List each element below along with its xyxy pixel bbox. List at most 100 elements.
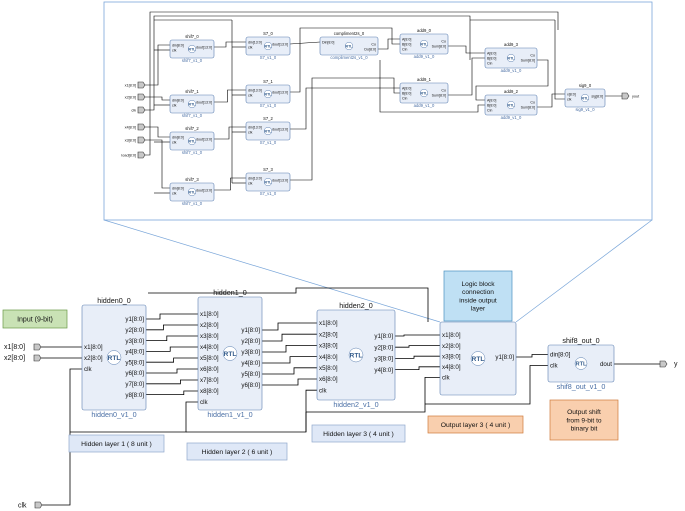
block-shif7_2: shif7_2shif7_v1_0RTLdin[8:0]clkdout[13:0… xyxy=(169,126,215,155)
port-label: clk xyxy=(172,191,177,195)
input-port xyxy=(137,136,146,144)
block-subtitle: S7_v1_0 xyxy=(260,140,277,145)
wire xyxy=(148,287,429,322)
input-label: x2[8:0] xyxy=(4,355,25,362)
block-shif7_0: shif7_0shif7_v1_0RTLdin[8:0]clkdout[13:0… xyxy=(169,34,215,63)
port-label: y4[8:0] xyxy=(125,349,144,356)
rtl-label: RTL xyxy=(264,129,272,133)
block-subtitle: S7_v1_0 xyxy=(260,191,277,196)
output-shift-box-text: binary bit xyxy=(571,426,598,433)
block-: RTLx1[8:0]x2[8:0]x3[8:0]x4[8:0]clky1[8:0… xyxy=(439,321,517,396)
rtl-icon xyxy=(574,357,588,370)
block-hidden2_0: hidden2_0hidden2_v1_0RTLx1[8:0]x2[8:0]x3… xyxy=(316,301,396,409)
rtl-icon xyxy=(187,99,197,109)
rtl-icon xyxy=(263,41,273,51)
wire xyxy=(395,334,440,337)
port-label: clk xyxy=(172,103,177,107)
port-label: clk xyxy=(248,93,253,97)
wire xyxy=(145,126,170,138)
logic-box-text: layer xyxy=(471,306,486,313)
wire xyxy=(186,389,317,433)
top-wires xyxy=(145,11,622,194)
rtl-icon xyxy=(470,351,486,366)
block-name: sig9_0 xyxy=(579,83,592,88)
output-port xyxy=(621,92,630,100)
port-label: x1[8:0] xyxy=(84,344,103,351)
wire xyxy=(262,356,317,364)
port-label: clk xyxy=(84,366,92,373)
block-add9_1: add9_1add9_v1_0RTLA[8:0]B[8:0]CinCoSum[8… xyxy=(399,77,449,108)
block-name: add9_0 xyxy=(417,28,432,33)
port-label: x2[8:0] xyxy=(200,322,219,329)
rtl-icon xyxy=(348,347,364,363)
wire xyxy=(145,15,471,111)
port-label: A[8:0] xyxy=(402,86,411,90)
wire xyxy=(262,333,317,342)
port-label: x6[8:0] xyxy=(200,366,219,373)
logic-box-text: Logic block xyxy=(462,281,496,288)
wire xyxy=(214,177,246,191)
rtl-icon xyxy=(263,126,273,136)
block-subtitle: shif7_v1_0 xyxy=(182,201,203,206)
wire xyxy=(290,77,400,181)
wire xyxy=(306,376,440,413)
block-name: add9_3 xyxy=(504,42,519,47)
clk-label: clk xyxy=(18,503,27,510)
rtl-label: RTL xyxy=(264,44,272,48)
wire xyxy=(146,313,198,320)
port-label: din[13:0] xyxy=(248,88,262,92)
port-label: Sum[8:0] xyxy=(432,93,446,97)
input-port xyxy=(33,354,42,362)
rtl-label: RTL xyxy=(188,190,196,194)
wire xyxy=(145,44,170,86)
output-shift-box-text: from 9-bit to xyxy=(566,417,602,424)
input-label: x2[8:0] xyxy=(125,95,136,99)
wire xyxy=(146,357,198,363)
block-name: add9_1 xyxy=(417,77,432,82)
port-label: din[8:0] xyxy=(172,135,184,139)
block-subtitle: shif7_v1_0 xyxy=(182,150,203,155)
input-port xyxy=(33,343,42,351)
port-label: Co xyxy=(530,100,535,104)
block-subtitle: hidden1_v1_0 xyxy=(207,410,252,419)
wire xyxy=(395,355,440,359)
wire xyxy=(145,11,559,156)
rtl-icon xyxy=(263,89,273,99)
port-label: y1[8:0] xyxy=(374,333,393,340)
block-add9_0: add9_0add9_v1_0RTLA[8:0]B[8:0]CinCoSum[8… xyxy=(399,28,449,59)
port-label: dout[13:0] xyxy=(196,45,212,49)
port-label: x3[8:0] xyxy=(319,343,338,350)
block-subtitle: sig9_v1_0 xyxy=(575,107,595,112)
port-label: x4[8:0] xyxy=(200,344,219,351)
block-name: S7_0 xyxy=(263,31,273,36)
wire xyxy=(146,368,198,374)
rtl-label: RTL xyxy=(264,180,272,184)
block-compliment2s_0: compliment2s_0compliment2s_v1_0RTLDin[8:… xyxy=(319,31,379,60)
wire xyxy=(395,366,440,371)
wire xyxy=(290,27,400,93)
port-label: clk xyxy=(172,48,177,52)
port-label: dout[13:0] xyxy=(272,127,288,131)
wire xyxy=(146,390,198,396)
port-label: din[8:0] xyxy=(172,43,184,47)
block-name: shif7_2 xyxy=(185,126,199,131)
rtl-icon xyxy=(222,346,238,361)
port-label: clk xyxy=(248,130,253,134)
output-layer-box-text: Output layer 3 ( 4 unit ) xyxy=(441,422,511,429)
wire xyxy=(214,89,246,103)
input-box: Input (9-bit) xyxy=(2,309,68,329)
input-port xyxy=(137,106,146,114)
wire xyxy=(214,41,246,48)
block-hidden1_0: hidden1_0hidden1_v1_0RTLx1[8:0]x2[8:0]x3… xyxy=(197,288,263,419)
block-subtitle: hidden2_v1_0 xyxy=(333,400,378,409)
port-label: y8[8:0] xyxy=(125,392,144,399)
port-label: y4[8:0] xyxy=(241,360,260,367)
rtl-label: RTL xyxy=(420,42,428,46)
port-label: Sum[8:0] xyxy=(521,58,535,62)
input-box-text: Input (9-bit) xyxy=(17,316,53,323)
logic-box-text: inside output xyxy=(459,297,497,304)
port-label: Co xyxy=(530,53,535,57)
port-label: dout[13:0] xyxy=(272,42,288,46)
